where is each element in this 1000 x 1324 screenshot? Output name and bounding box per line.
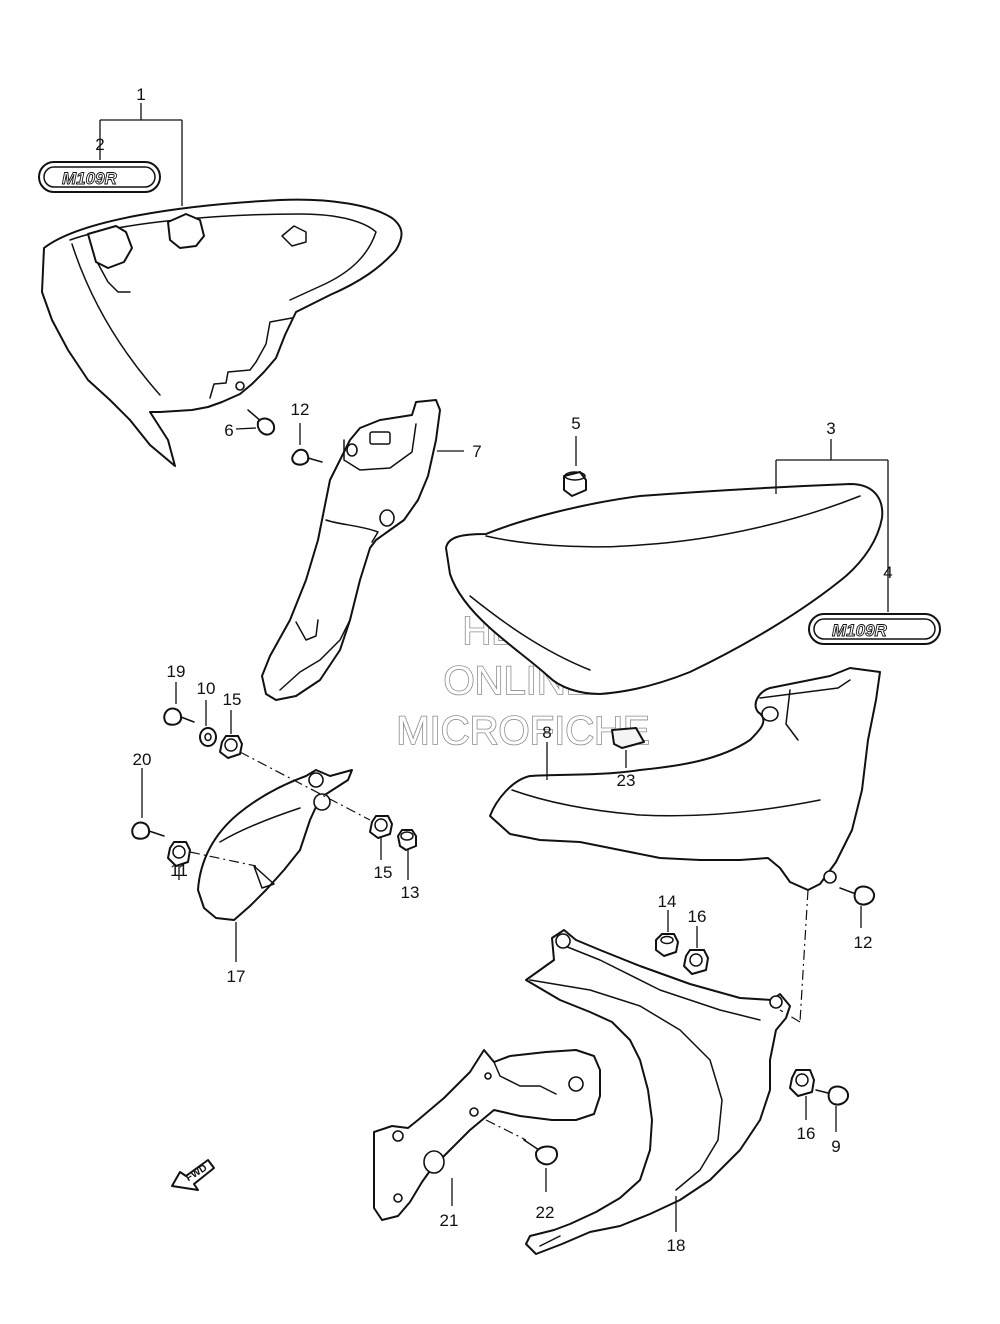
callout-12-upper[interactable]: 12 <box>291 400 310 419</box>
part-5-grommet[interactable] <box>563 436 587 497</box>
callout-9[interactable]: 9 <box>831 1137 840 1156</box>
callout-19[interactable]: 19 <box>167 662 186 681</box>
part-12-screw-upper[interactable] <box>291 423 323 466</box>
part-18-lower-bracket[interactable] <box>525 929 791 1255</box>
callout-3[interactable]: 3 <box>826 419 835 438</box>
part-2-emblem-left[interactable]: M109R <box>38 161 161 193</box>
part-12-screw-right[interactable] <box>839 885 876 928</box>
leaders-1-2 <box>99 103 183 206</box>
callout-23[interactable]: 23 <box>617 771 636 790</box>
part-17-side-cover[interactable] <box>197 769 353 962</box>
leaders-3-4 <box>775 439 889 612</box>
callout-labels: 1 2 3 4 5 6 7 8 9 10 11 12 12 13 14 15 1… <box>95 85 892 1255</box>
emblem-text-right: M109R <box>832 621 888 640</box>
callout-13[interactable]: 13 <box>401 883 420 902</box>
callout-16-lower[interactable]: 16 <box>797 1124 816 1143</box>
part-19-screw[interactable] <box>163 682 195 726</box>
callout-21[interactable]: 21 <box>440 1211 459 1230</box>
part-9-screw[interactable] <box>815 1085 850 1132</box>
part-15-grommet-lower[interactable] <box>369 815 393 860</box>
callout-18[interactable]: 18 <box>667 1236 686 1255</box>
part-21-plate[interactable] <box>373 1049 601 1221</box>
callout-7[interactable]: 7 <box>472 442 481 461</box>
assembly-lines-left <box>189 751 371 867</box>
callout-22[interactable]: 22 <box>536 1203 555 1222</box>
part-23-cushion[interactable] <box>611 727 645 768</box>
part-14-collar[interactable] <box>655 910 679 957</box>
part-7-bracket[interactable] <box>261 399 464 701</box>
watermark-line-3: MICROFICHE <box>396 709 649 753</box>
callout-10[interactable]: 10 <box>197 679 216 698</box>
callout-14[interactable]: 14 <box>658 892 677 911</box>
callout-11[interactable]: 11 <box>170 861 188 880</box>
part-8-cover-bracket[interactable] <box>489 667 881 891</box>
callout-6[interactable]: 6 <box>224 421 233 440</box>
part-4-emblem-right[interactable]: M109R <box>808 613 941 645</box>
part-1-frame-cover-left[interactable] <box>41 198 403 467</box>
callout-2[interactable]: 2 <box>95 135 104 154</box>
emblem-text-left: M109R <box>62 169 118 188</box>
part-16-grommet-upper[interactable] <box>683 926 709 975</box>
callout-17[interactable]: 17 <box>227 967 246 986</box>
callout-1[interactable]: 1 <box>136 85 145 104</box>
callout-15-lower[interactable]: 15 <box>374 863 393 882</box>
part-15-grommet-upper[interactable] <box>219 710 243 759</box>
part-16-grommet-lower[interactable] <box>789 1069 815 1120</box>
part-3-frame-cover-right[interactable] <box>445 483 884 695</box>
callout-5[interactable]: 5 <box>571 414 580 433</box>
part-13-collar[interactable] <box>397 829 417 880</box>
part-22-bolt[interactable] <box>485 1119 558 1192</box>
assembly-lines-right <box>779 889 809 1023</box>
callout-16-upper[interactable]: 16 <box>688 907 707 926</box>
part-10-washer[interactable] <box>199 700 217 747</box>
callout-20[interactable]: 20 <box>133 750 152 769</box>
callout-8[interactable]: 8 <box>542 723 551 742</box>
callout-4[interactable]: 4 <box>883 563 892 582</box>
part-20-screw[interactable] <box>131 768 165 840</box>
callout-15-upper[interactable]: 15 <box>223 690 242 709</box>
part-11-grommet[interactable] <box>167 841 191 880</box>
part-6-screw[interactable] <box>235 409 276 436</box>
callout-12-right[interactable]: 12 <box>854 933 873 952</box>
fwd-arrow-icon: FWD <box>171 1159 215 1191</box>
